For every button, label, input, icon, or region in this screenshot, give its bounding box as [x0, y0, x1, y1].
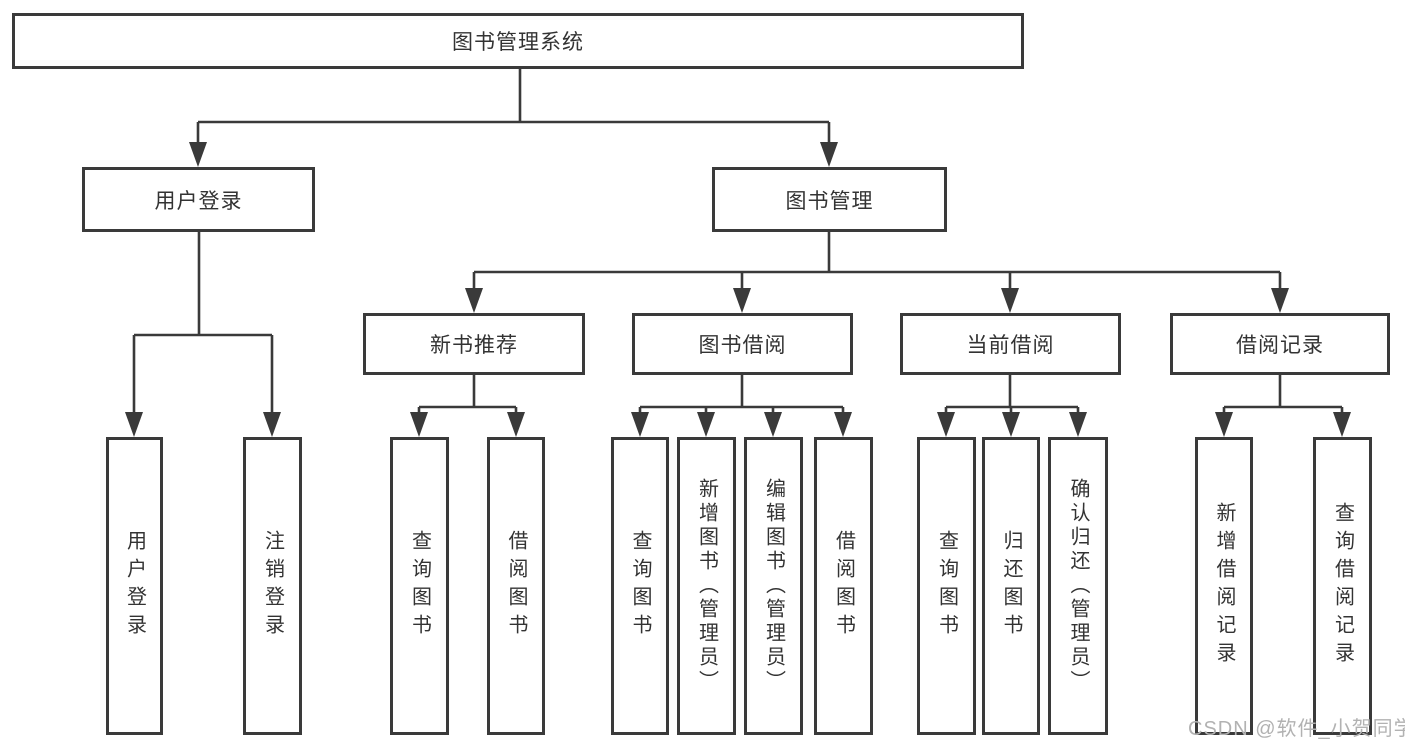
node-label: 查询图书 [629, 530, 651, 642]
node-label: 确认归还（管理员） [1067, 478, 1089, 694]
leaf-query-books-current: 查询图书 [917, 437, 976, 735]
node-borrow-records: 借阅记录 [1170, 313, 1390, 375]
connector-paths [132, 69, 1344, 419]
node-label: 图书管理系统 [452, 31, 584, 54]
leaf-borrow-books: 借阅图书 [814, 437, 873, 735]
csdn-watermark: CSDN @软件_小贺同学 [1188, 718, 1405, 740]
leaf-query-borrow-record: 查询借阅记录 [1313, 437, 1372, 735]
node-label: 借阅记录 [1236, 334, 1324, 357]
node-new-book-recommend: 新书推荐 [363, 313, 585, 375]
node-label: 用户登录 [154, 189, 243, 213]
node-label: 新增借阅记录 [1213, 502, 1235, 670]
node-label: 查询借阅记录 [1331, 502, 1354, 670]
leaf-borrow-books-recommend: 借阅图书 [487, 437, 545, 735]
leaf-add-borrow-record: 新增借阅记录 [1195, 437, 1253, 735]
node-label: 图书管理 [785, 189, 874, 213]
arrowheads [125, 142, 1351, 437]
node-label: 查询图书 [935, 530, 958, 642]
leaf-user-login: 用户登录 [106, 437, 163, 735]
node-current-borrowing: 当前借阅 [900, 313, 1121, 375]
node-label: 借阅图书 [505, 530, 527, 642]
leaf-query-books-recommend: 查询图书 [390, 437, 449, 735]
node-label: 图书借阅 [698, 334, 787, 357]
node-label: 注销登录 [261, 530, 284, 642]
node-label: 新增图书（管理员） [695, 478, 718, 694]
leaf-add-book-admin: 新增图书（管理员） [677, 437, 736, 735]
node-label: 用户登录 [123, 530, 146, 642]
leaf-return-books: 归还图书 [982, 437, 1040, 735]
node-label: 当前借阅 [966, 334, 1055, 357]
node-label: 借阅图书 [832, 530, 855, 642]
node-label: 编辑图书（管理员） [762, 478, 785, 694]
leaf-query-books-borrowing: 查询图书 [611, 437, 669, 735]
leaf-edit-book-admin: 编辑图书（管理员） [744, 437, 803, 735]
node-book-management: 图书管理 [712, 167, 947, 232]
node-user-login: 用户登录 [82, 167, 315, 232]
leaf-logout: 注销登录 [243, 437, 302, 735]
node-library-management-system: 图书管理系统 [12, 13, 1024, 69]
node-label: 查询图书 [408, 530, 431, 642]
node-book-borrowing: 图书借阅 [632, 313, 853, 375]
node-label: 新书推荐 [430, 334, 518, 357]
node-label: 归还图书 [1000, 530, 1022, 642]
leaf-confirm-return-admin: 确认归还（管理员） [1048, 437, 1108, 735]
